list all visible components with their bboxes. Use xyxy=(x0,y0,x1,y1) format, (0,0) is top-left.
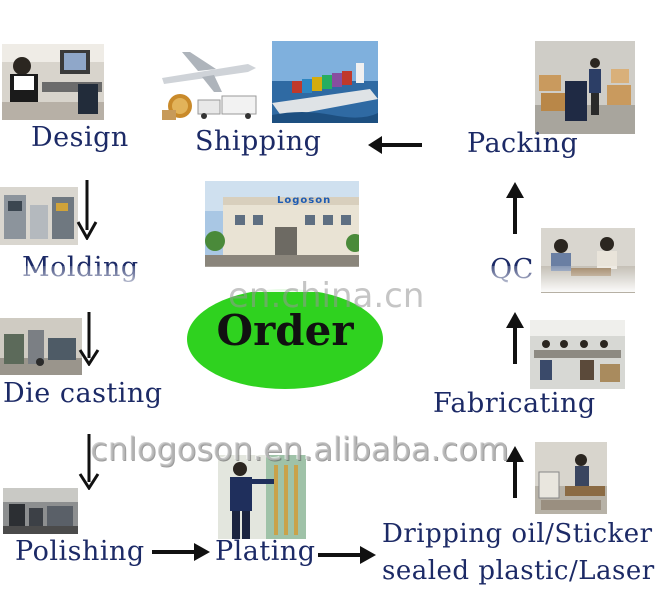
step-fabricating-label: Fabricating xyxy=(433,388,596,419)
factory-building-photo: Logoson xyxy=(205,181,359,267)
step-polishing-label: Polishing xyxy=(15,536,145,567)
step-design-label: Design xyxy=(31,122,129,153)
molding-photo xyxy=(0,187,78,245)
arrow-packing-to-shipping xyxy=(366,134,424,156)
fabricating-photo xyxy=(530,320,625,389)
step-plating-label: Plating xyxy=(215,536,316,567)
arrow-qc-to-packing xyxy=(504,180,526,236)
arrow-fabricating-to-qc xyxy=(504,310,526,366)
arrow-design-to-molding xyxy=(76,180,98,240)
step-dripping-label-line2: sealed plastic/Laser xyxy=(382,556,655,586)
step-dripping-label-line1: Dripping oil/Sticker xyxy=(382,519,653,549)
step-packing-label: Packing xyxy=(467,128,578,159)
shipping-plane-truck-image xyxy=(152,44,262,124)
design-photo xyxy=(2,44,104,120)
step-die-casting-label: Die casting xyxy=(3,378,163,409)
shipping-ship-image xyxy=(272,41,378,123)
packing-photo xyxy=(535,41,635,134)
watermark-top: en.china.cn xyxy=(228,276,424,316)
dripping-photo xyxy=(535,442,607,514)
step-shipping-label: Shipping xyxy=(195,126,321,157)
die-casting-photo xyxy=(0,318,82,375)
building-sign-text: Logoson xyxy=(277,195,331,206)
watermark-bottom: cnlogoson.en.alibaba.com xyxy=(90,430,509,468)
arrow-molding-to-die-casting xyxy=(78,312,100,366)
arrow-polishing-to-plating xyxy=(152,542,212,562)
polishing-photo xyxy=(3,488,78,534)
arrow-plating-to-dripping xyxy=(318,545,378,565)
